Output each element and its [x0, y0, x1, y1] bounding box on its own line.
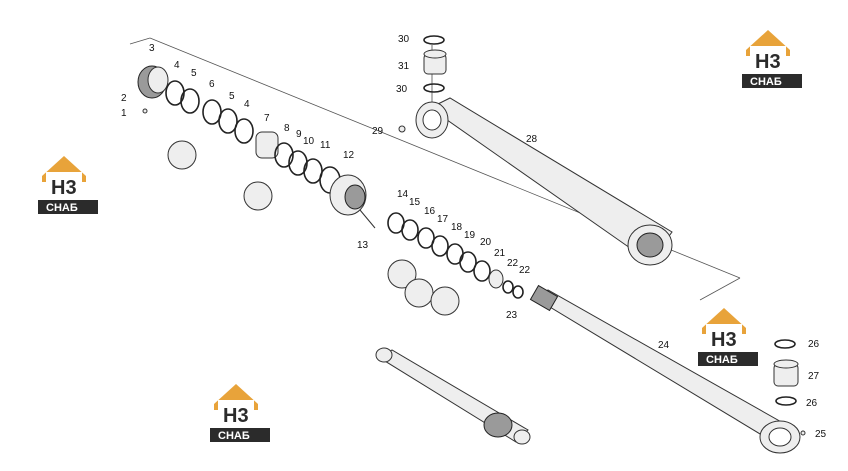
- callout-6: 6: [209, 79, 215, 90]
- callout-26b: 26: [806, 398, 818, 409]
- svg-text:СНАБ: СНАБ: [750, 76, 782, 88]
- callout-3: 3: [149, 43, 155, 54]
- seal-detail-views: [167, 140, 460, 316]
- piston-seal-set: [387, 212, 524, 299]
- callout-5a: 5: [191, 68, 197, 79]
- svg-text:H3: H3: [755, 51, 781, 73]
- svg-text:СНАБ: СНАБ: [218, 430, 250, 442]
- watermark-logo-bottom: H3 СНАБ: [210, 384, 270, 442]
- callout-16: 16: [424, 206, 436, 217]
- callout-31: 31: [398, 61, 410, 72]
- svg-text:H3: H3: [51, 177, 77, 199]
- svg-text:СНАБ: СНАБ: [706, 354, 738, 366]
- callout-2: 2: [121, 93, 127, 104]
- svg-text:СНАБ: СНАБ: [46, 202, 78, 214]
- watermark-logo-top-right: H3 СНАБ: [742, 30, 802, 88]
- callout-27: 27: [808, 371, 820, 382]
- callout-7: 7: [264, 113, 270, 124]
- callout-8: 8: [284, 123, 290, 134]
- callout-23: 23: [506, 310, 518, 321]
- svg-text:H3: H3: [711, 329, 737, 351]
- callout-26a: 26: [808, 339, 820, 350]
- callout-5b: 5: [229, 91, 235, 102]
- callout-15: 15: [409, 197, 421, 208]
- callout-28: 28: [526, 134, 538, 145]
- callout-24: 24: [658, 340, 670, 351]
- barrel-bushing-set: [398, 35, 447, 133]
- callout-18: 18: [451, 222, 463, 233]
- gland-assembly: [137, 65, 341, 194]
- callout-4b: 4: [244, 99, 250, 110]
- callout-13: 13: [357, 240, 369, 251]
- callout-22b: 22: [519, 265, 531, 276]
- callout-17: 17: [437, 214, 449, 225]
- watermark-logo-left: H3 СНАБ: [38, 156, 98, 214]
- callout-14: 14: [397, 189, 409, 200]
- callout-4a: 4: [174, 60, 180, 71]
- barrel-tube: [415, 45, 673, 266]
- callout-19: 19: [464, 230, 476, 241]
- callout-29: 29: [372, 126, 384, 137]
- svg-text:H3: H3: [223, 405, 249, 427]
- assembled-cylinder-small: [375, 347, 531, 445]
- callout-1: 1: [121, 108, 127, 119]
- callout-labels: 1 2 3 4 5 6 5 4 7 8 9 10 11 12 13 14 15 …: [121, 34, 827, 440]
- callout-10: 10: [303, 136, 315, 147]
- callout-30b: 30: [396, 84, 408, 95]
- piston-rod: [529, 284, 801, 454]
- watermark-logo-mid-right: H3 СНАБ: [698, 308, 758, 366]
- callout-9: 9: [296, 129, 302, 140]
- callout-30a: 30: [398, 34, 410, 45]
- callout-25: 25: [815, 429, 827, 440]
- rod-bushing-set: [773, 339, 806, 436]
- callout-11: 11: [320, 140, 331, 151]
- callout-21: 21: [494, 248, 506, 259]
- callout-22a: 22: [507, 258, 519, 269]
- callout-12: 12: [343, 150, 355, 161]
- callout-20: 20: [480, 237, 492, 248]
- piston: [329, 174, 376, 229]
